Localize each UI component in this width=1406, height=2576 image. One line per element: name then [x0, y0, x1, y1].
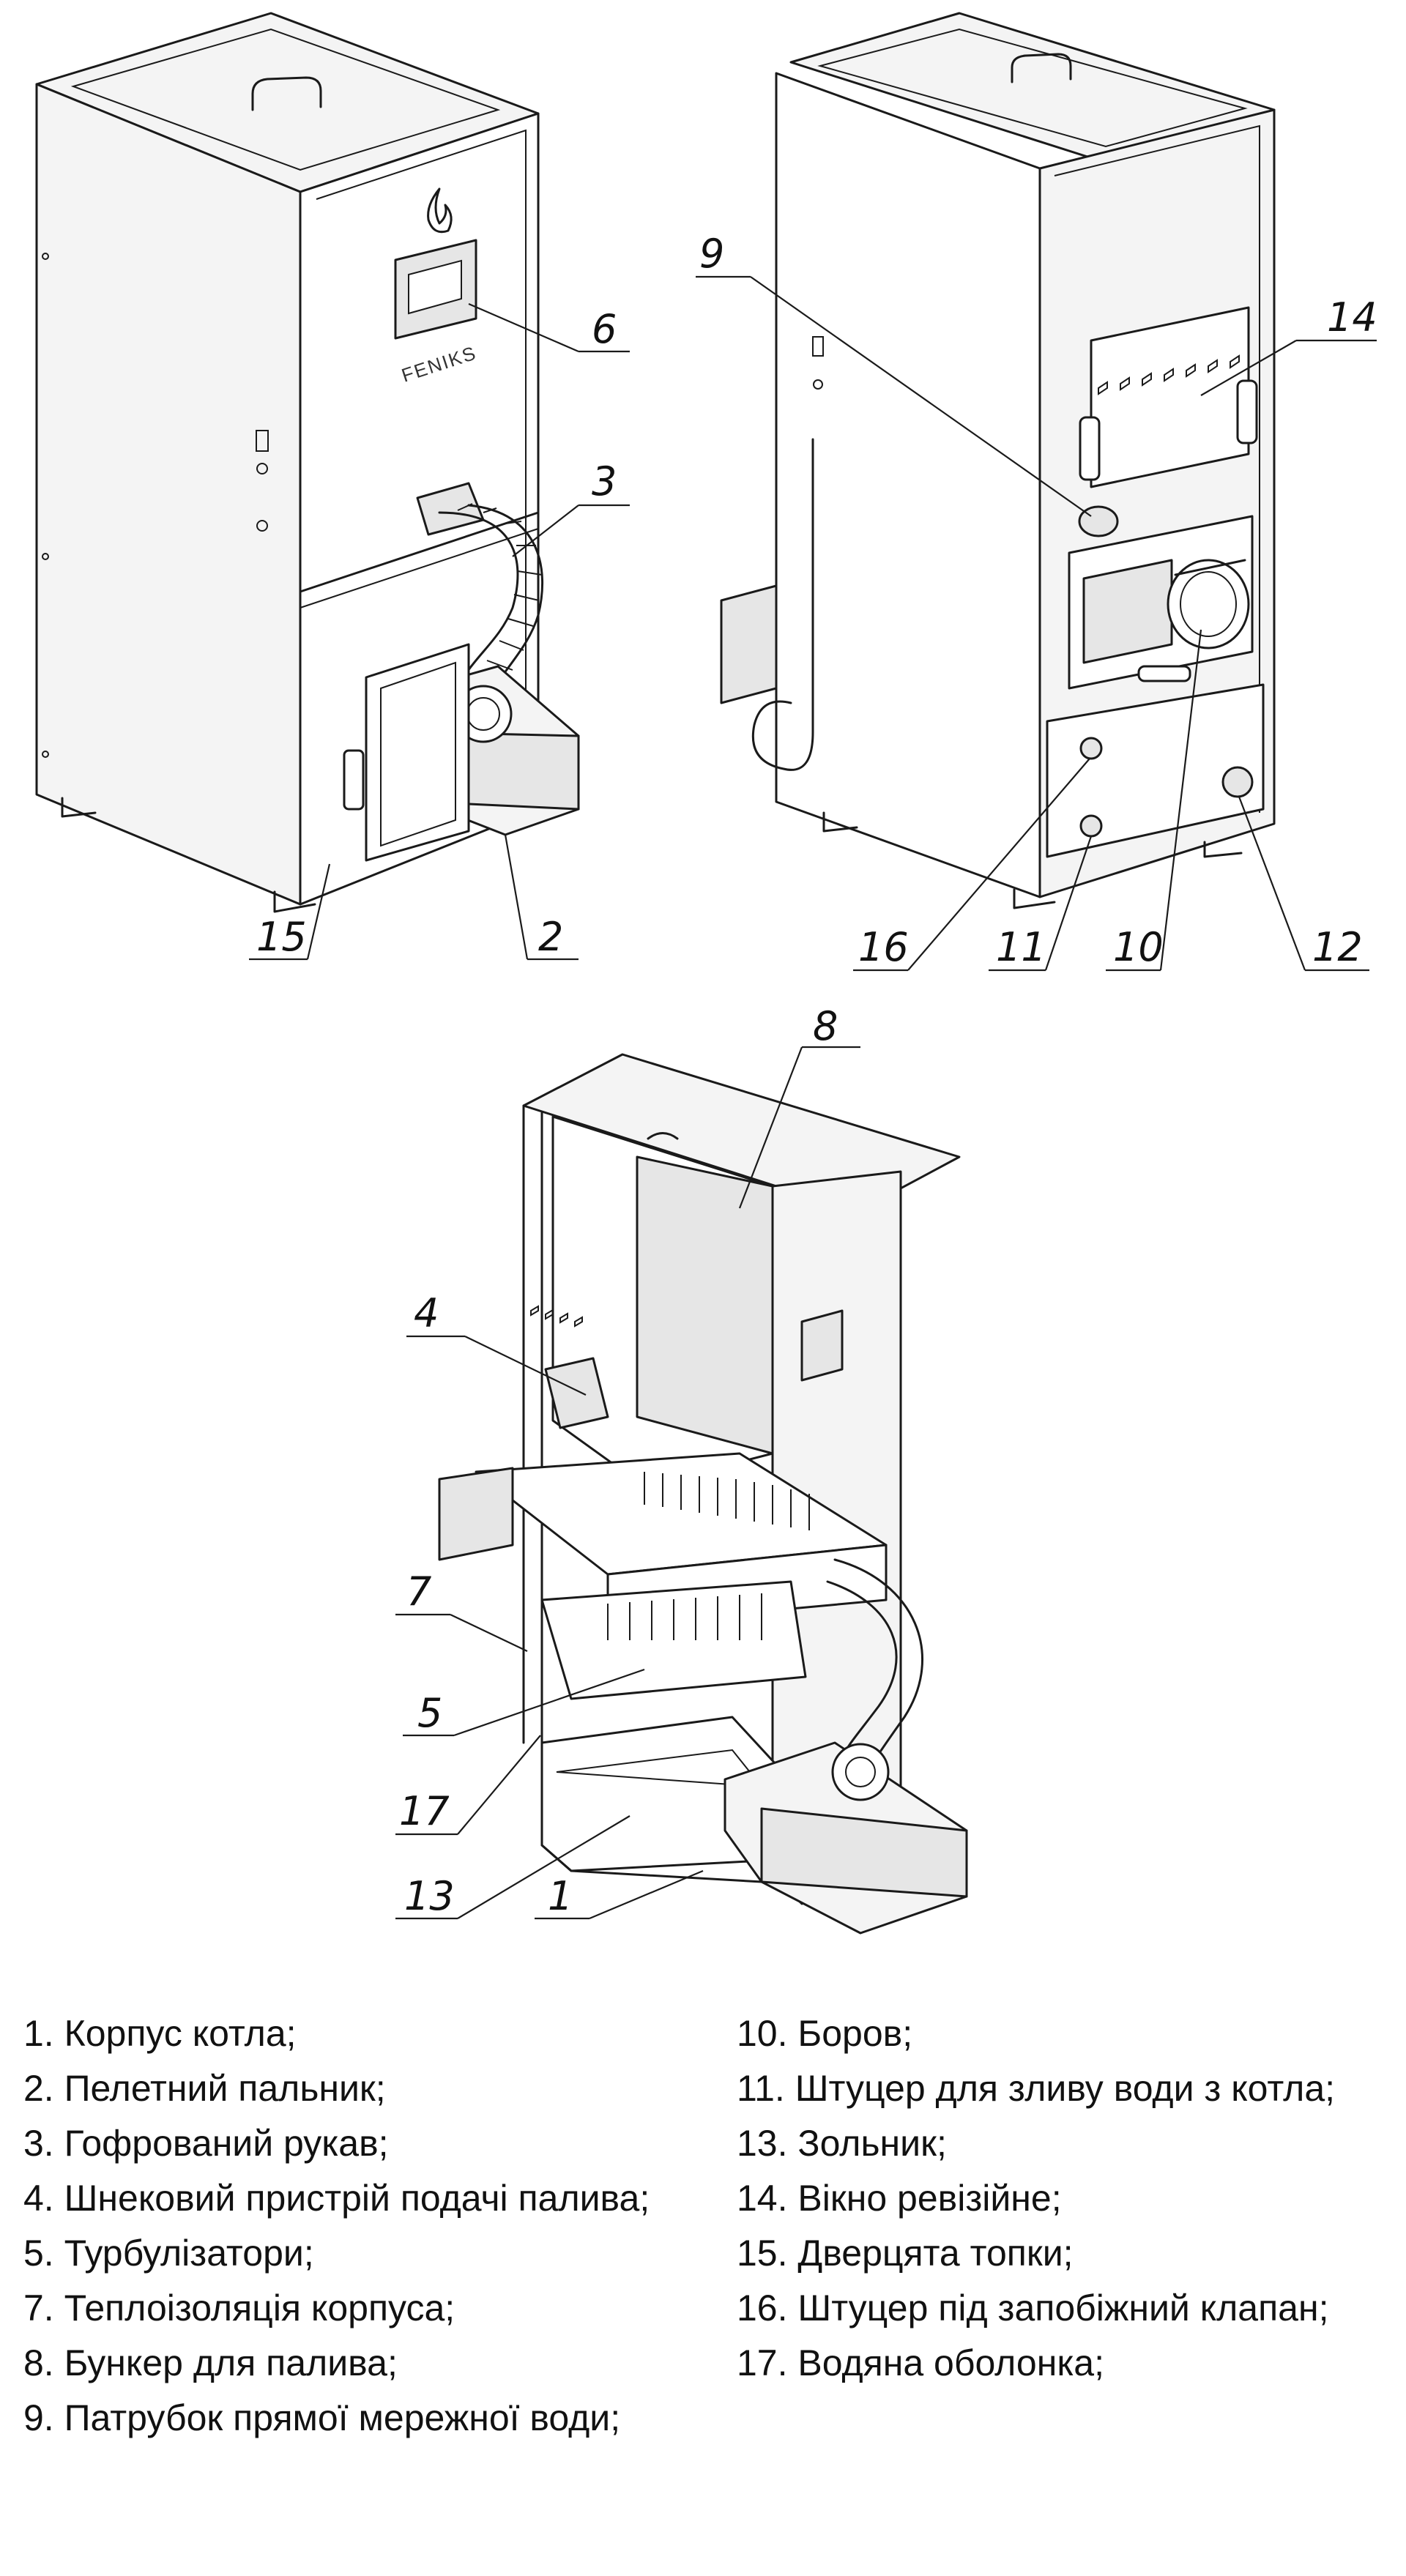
lid-handle — [1011, 53, 1072, 83]
return-pipe — [1221, 766, 1254, 798]
legend-item: 16. Штуцер під запобіжний клапан; — [737, 2287, 1329, 2329]
legend-item: 17. Водяна оболонка; — [737, 2342, 1105, 2383]
cutaway-view: 8 4 7 5 17 13 1 — [395, 1003, 968, 1935]
legend-item: 13. Зольник; — [737, 2123, 947, 2164]
svg-text:12: 12 — [1312, 924, 1363, 970]
callout-1: 1 — [535, 1869, 704, 1920]
legend-column-left: 1. Корпус котла; 2. Пелетний пальник; 3.… — [23, 2006, 697, 2446]
callout-14: 14 — [1200, 294, 1377, 396]
callout-4: 4 — [406, 1290, 587, 1396]
callout-9: 9 — [696, 231, 1092, 517]
legend-item: 9. Патрубок прямої мережної води; — [23, 2397, 621, 2438]
callout-12: 12 — [1238, 796, 1369, 972]
callout-8: 8 — [738, 1003, 860, 1209]
legend-column-right: 10. Боров; 11. Штуцер для зливу води з к… — [737, 2006, 1381, 2391]
legend-item: 11. Штуцер для зливу води з котла; — [737, 2068, 1336, 2109]
svg-text:7: 7 — [406, 1568, 431, 1615]
legend-item: 3. Гофрований рукав; — [23, 2123, 389, 2164]
boiler-technical-drawing: FENIKS 6 — [35, 12, 1377, 1935]
revision-window — [1090, 306, 1250, 488]
legend-item: 15. Дверцята топки; — [737, 2233, 1074, 2274]
svg-text:15: 15 — [256, 914, 307, 960]
legend-item: 2. Пелетний пальник; — [23, 2068, 386, 2109]
svg-text:13: 13 — [404, 1873, 455, 1919]
callout-10: 10 — [1106, 629, 1202, 972]
legend-item: 4. Шнековий пристрій подачі палива; — [23, 2178, 650, 2219]
lid-handle — [251, 76, 322, 111]
drain-fitting — [1079, 814, 1103, 838]
svg-text:6: 6 — [592, 306, 617, 352]
svg-text:2: 2 — [538, 914, 563, 960]
front-view: FENIKS 6 — [35, 12, 630, 961]
svg-text:14: 14 — [1327, 294, 1377, 340]
callout-17: 17 — [395, 1735, 541, 1836]
callout-16: 16 — [853, 758, 1090, 972]
legend-item: 5. Турбулізатори; — [23, 2233, 314, 2274]
legend-item: 7. Теплоізоляція корпуса; — [23, 2287, 455, 2329]
safety-valve-fitting — [1079, 737, 1103, 760]
callout-15: 15 — [249, 863, 331, 961]
callout-2: 2 — [504, 834, 579, 961]
callout-11: 11 — [989, 835, 1093, 972]
legend-item: 1. Корпус котла; — [23, 2013, 297, 2054]
callout-7: 7 — [395, 1568, 528, 1652]
legend-item: 14. Вікно ревізійне; — [737, 2178, 1062, 2219]
svg-text:17: 17 — [399, 1788, 450, 1834]
turbulators-upper — [644, 1472, 810, 1530]
svg-text:16: 16 — [858, 924, 909, 970]
rear-view: 9 14 16 11 10 12 — [696, 12, 1377, 972]
screw-auger — [544, 1357, 609, 1429]
door-handle — [343, 749, 365, 811]
callout-6: 6 — [468, 302, 630, 353]
svg-text:4: 4 — [414, 1290, 439, 1336]
turbulators-lower — [607, 1593, 762, 1640]
svg-text:9: 9 — [699, 231, 724, 277]
corrugated-hose — [438, 511, 519, 697]
callout-5: 5 — [403, 1668, 645, 1737]
parts-legend: 1. Корпус котла; 2. Пелетний пальник; 3.… — [0, 2006, 1406, 2563]
flame-logo-icon — [427, 187, 453, 234]
svg-text:10: 10 — [1113, 924, 1164, 970]
svg-text:3: 3 — [592, 458, 617, 505]
svg-text:1: 1 — [548, 1873, 573, 1919]
legend-item: 10. Боров; — [737, 2013, 913, 2054]
svg-text:8: 8 — [813, 1003, 838, 1049]
svg-text:11: 11 — [996, 924, 1046, 970]
hopper-handle — [647, 1132, 679, 1140]
svg-text:5: 5 — [417, 1690, 442, 1736]
callout-13: 13 — [395, 1815, 631, 1920]
callout-3: 3 — [512, 458, 630, 557]
legend-item: 8. Бункер для палива; — [23, 2342, 398, 2383]
